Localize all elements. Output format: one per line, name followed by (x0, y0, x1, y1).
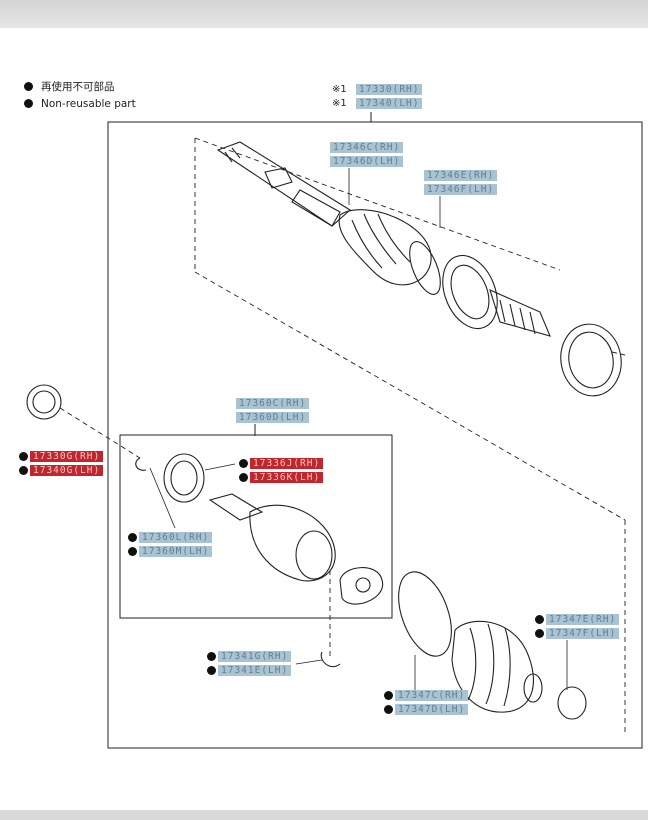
note-mark: ※1 (332, 98, 347, 109)
legend: 再使用不可部品 Non-reusable part (24, 78, 136, 112)
inboard-joint-parts (135, 453, 384, 668)
nonreusable-bullet-icon (207, 652, 216, 661)
top-bar (0, 0, 648, 28)
nonreusable-bullet-icon (207, 666, 216, 675)
legend-row-nonreusable-en: Non-reusable part (24, 95, 136, 112)
nonreusable-bullet-icon (384, 705, 393, 714)
nonreusable-bullet-icon (128, 533, 137, 542)
legend-jp-label: 再使用不可部品 (41, 81, 115, 93)
bullet-icon (24, 82, 33, 91)
part-tag-snap-ring-lh[interactable]: 17336K(LH) (250, 472, 324, 483)
nonreusable-bullet-icon (19, 466, 28, 475)
part-tag-boot-clamp-rh[interactable]: 17347E(RH) (546, 614, 620, 625)
dashed-guides (59, 137, 626, 735)
part-tag-drive-shaft-lh[interactable]: 17340(LH) (356, 98, 423, 109)
callout-leaders (149, 168, 568, 690)
part-tag-inner-ring-lh[interactable]: 17360M(LH) (139, 546, 213, 557)
nonreusable-bullet-icon (535, 629, 544, 638)
outer-frame (107, 121, 643, 749)
part-tag-drive-shaft-rh[interactable]: 17330(RH) (356, 84, 423, 95)
left-oil-seal (26, 384, 62, 420)
legend-en-label: Non-reusable part (41, 97, 136, 110)
part-tag-boot-clamp-lh[interactable]: 17347F(LH) (546, 628, 620, 639)
part-tag-retainer-lh[interactable]: 17341E(LH) (218, 665, 292, 676)
nonreusable-bullet-icon (128, 547, 137, 556)
nonreusable-bullet-icon (19, 452, 28, 461)
part-tag-retainer-rh[interactable]: 17341G(RH) (218, 651, 292, 662)
part-tag-oil-seal-rh[interactable]: 17330G(RH) (30, 451, 104, 462)
part-tag-boot-lh[interactable]: 17347D(LH) (395, 704, 469, 715)
bullet-icon (24, 99, 33, 108)
part-tag-clamp-b-lh[interactable]: 17346F(LH) (424, 184, 498, 195)
bottom-bar (0, 810, 648, 820)
nonreusable-bullet-icon (384, 691, 393, 700)
part-tag-inner-ring-rh[interactable]: 17360L(RH) (139, 532, 213, 543)
legend-row-nonreusable-jp: 再使用不可部品 (24, 78, 136, 95)
part-tag-boot-rh[interactable]: 17347C(RH) (395, 690, 469, 701)
drive-shaft-assembly (216, 141, 622, 397)
nonreusable-bullet-icon (239, 473, 248, 482)
note-mark: ※1 (332, 84, 347, 95)
inboard-subassembly-frame (119, 434, 393, 619)
part-tag-clamp-a-lh[interactable]: 17346D(LH) (330, 156, 404, 167)
nonreusable-bullet-icon (535, 615, 544, 624)
part-tag-clamp-b-rh[interactable]: 17346E(RH) (424, 170, 498, 181)
part-tag-clamp-a-rh[interactable]: 17346C(RH) (330, 142, 404, 153)
nonreusable-bullet-icon (239, 459, 248, 468)
part-tag-oil-seal-lh[interactable]: 17340G(LH) (30, 465, 104, 476)
part-tag-inboard-assy-lh[interactable]: 17360D(LH) (236, 412, 310, 423)
part-tag-snap-ring-rh[interactable]: 17336J(RH) (250, 458, 324, 469)
part-tag-inboard-assy-rh[interactable]: 17360C(RH) (236, 398, 310, 409)
